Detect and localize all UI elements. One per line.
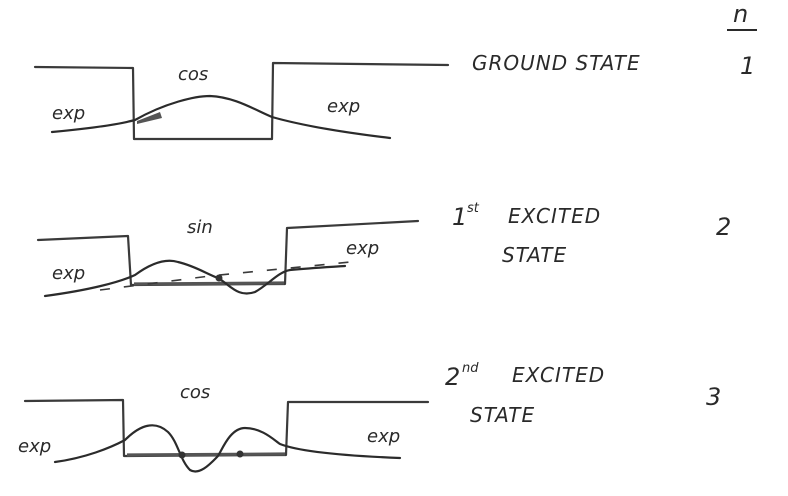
first-excited-title-line2: STATE: [502, 243, 567, 267]
second-excited-state-panel: cos exp exp 2 nd EXCITED STATE 3: [18, 361, 721, 473]
first-excited-state-n: 2: [716, 213, 731, 241]
ground-state-n: 1: [740, 52, 755, 80]
second-excited-state-title: 2 nd EXCITED STATE: [445, 361, 605, 427]
second-excited-right-label: exp: [367, 426, 400, 447]
second-excited-left-label: exp: [18, 436, 51, 457]
second-excited-inside-label: cos: [180, 382, 210, 403]
wavefunction-ground-state: [50, 94, 392, 140]
first-excited-ordinal-number: 1: [452, 203, 467, 231]
wavefunction-second-excited-state: [53, 424, 402, 473]
well-1-potential: [33, 61, 450, 141]
ground-state-panel: cos exp exp GROUND STATE 1: [33, 51, 755, 141]
second-excited-state-n: 3: [706, 383, 721, 411]
ground-right-label: exp: [327, 96, 360, 117]
well-3-node-dot-right: [236, 450, 244, 458]
ground-state-title: GROUND STATE: [472, 51, 641, 75]
well-3-floor: [126, 452, 286, 457]
second-excited-ordinal-number: 2: [445, 363, 460, 391]
well-1-shading: [137, 112, 162, 124]
well-3-node-dot-left: [178, 451, 186, 459]
well-2-node-dot: [215, 274, 223, 282]
first-excited-right-label: exp: [346, 238, 379, 259]
first-excited-ordinal-suffix: st: [467, 201, 480, 216]
second-excited-title-line1: EXCITED: [512, 363, 605, 387]
wavefunction-first-excited-state: [43, 259, 347, 298]
second-excited-ordinal-suffix: nd: [462, 361, 479, 376]
first-excited-state-title: 1 st EXCITED STATE: [452, 201, 601, 267]
first-excited-inside-label: sin: [187, 217, 213, 238]
n-column-header: n: [727, 0, 757, 31]
first-excited-title-line1: EXCITED: [508, 204, 601, 228]
first-excited-left-label: exp: [52, 263, 85, 284]
second-excited-title-line2: STATE: [470, 403, 535, 427]
ground-inside-label: cos: [178, 64, 208, 85]
first-excited-state-panel: sin exp exp 1 st EXCITED STATE 2: [36, 201, 731, 298]
ground-left-label: exp: [52, 103, 85, 124]
n-header-text: n: [733, 0, 748, 28]
well-2-floor: [133, 281, 285, 286]
